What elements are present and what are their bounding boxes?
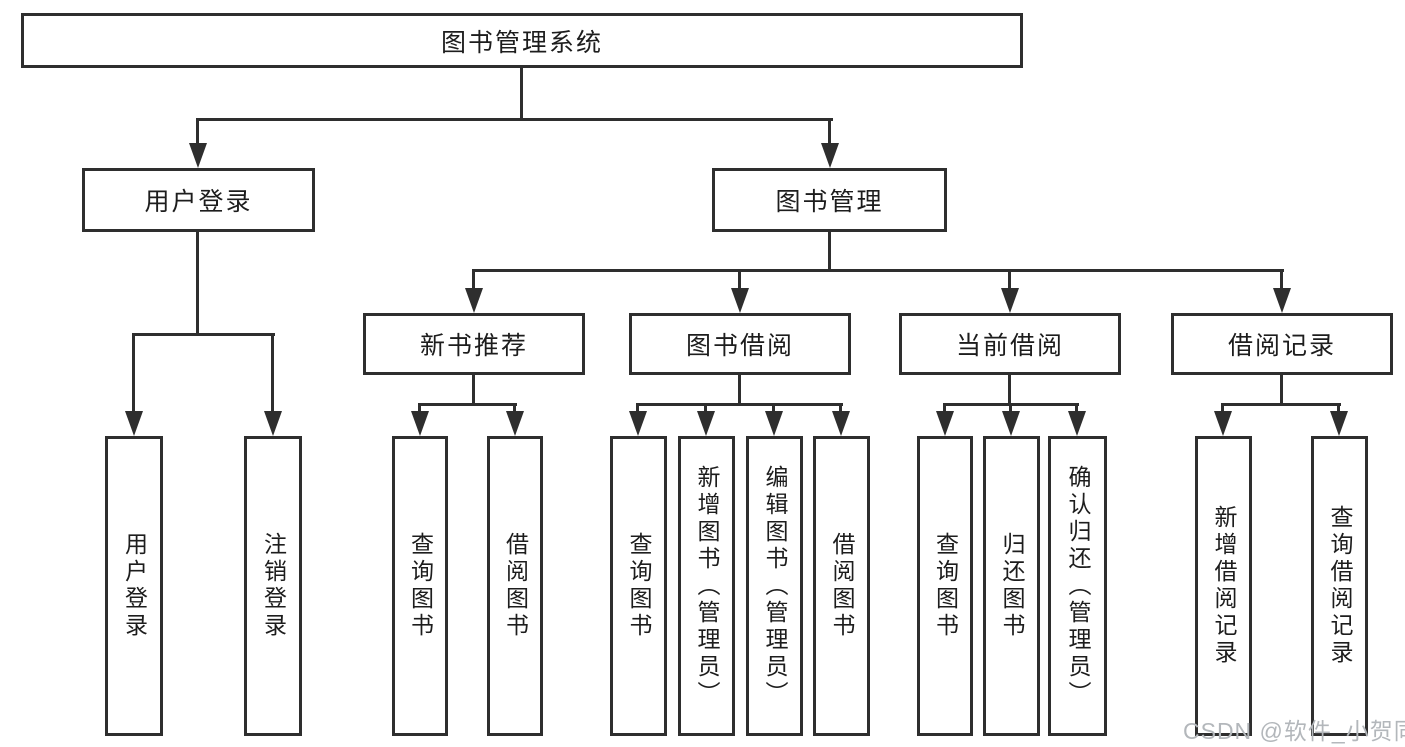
arrow-down-icon [125,411,143,436]
arrow-down-icon [1001,288,1019,313]
connector-user-login-stem [196,232,199,336]
arrow-down-icon [1330,411,1348,436]
arrow-down-icon [1068,411,1086,436]
leaf-add-borrow-record: 新增借阅记录 [1195,436,1252,736]
leaf-user-login: 用户登录 [105,436,163,736]
connector-root-stem [520,68,523,121]
leaf-query-book-3: 查询图书 [917,436,973,736]
leaf-add-book-admin: 新增图书（管理员） [678,436,735,736]
arrow-down-icon [465,288,483,313]
leaf-logout-label: 注销登录 [260,532,287,640]
leaf-confirm-return-admin-label: 确认归还（管理员） [1065,464,1091,708]
arrow-down-icon [264,411,282,436]
node-book-management-label: 图书管理 [775,188,884,216]
connector-level3-drop [738,269,741,290]
connector-level3-drop [1008,269,1011,290]
arrow-down-icon [411,411,429,436]
connector-new-book-bar [418,403,517,406]
leaf-borrow-book-1-label: 借阅图书 [502,532,529,640]
leaf-return-book: 归还图书 [983,436,1040,736]
arrow-down-icon [629,411,647,436]
connector-leaf-drop [1075,403,1078,415]
leaf-user-login-label: 用户登录 [121,532,148,640]
leaf-add-book-admin-label: 新增图书（管理员） [694,464,720,708]
leaf-borrow-book-2: 借阅图书 [813,436,870,736]
connector-level3-drop [1280,269,1283,290]
connector-leaf-drop [418,403,421,415]
connector-leaf-drop [513,403,516,415]
connector-leaf-drop [1337,403,1340,415]
leaf-query-book-1: 查询图书 [392,436,448,736]
leaf-query-borrow-record-label: 查询借阅记录 [1327,505,1353,667]
leaf-logout: 注销登录 [244,436,302,736]
connector-borrow-record-stem [1280,375,1283,405]
csdn-watermark: CSDN @软件_小贺同学 [1183,718,1405,744]
node-current-borrow: 当前借阅 [899,313,1121,375]
connector-book-mgmt-drop [828,118,831,146]
leaf-borrow-book-1: 借阅图书 [487,436,543,736]
node-book-borrow-label: 图书借阅 [685,332,794,360]
connector-leaf-drop [839,403,842,415]
leaf-query-borrow-record: 查询借阅记录 [1311,436,1368,736]
node-book-borrow: 图书借阅 [629,313,851,375]
node-user-login-label: 用户登录 [144,188,253,216]
leaf-add-borrow-record-label: 新增借阅记录 [1211,505,1237,667]
connector-book-borrow-stem [738,375,741,405]
leaf-query-book-1-label: 查询图书 [407,532,434,640]
leaf-query-book-2: 查询图书 [610,436,667,736]
arrow-down-icon [832,411,850,436]
node-root-label: 图书管理系统 [440,28,603,57]
arrow-down-icon [821,143,839,168]
connector-leaf-drop [704,403,707,415]
leaf-return-book-label: 归还图书 [999,532,1025,640]
connector-book-borrow-bar [636,403,843,406]
connector-leaf-drop [772,403,775,415]
connector-leaf-drop [1009,403,1012,415]
leaf-confirm-return-admin: 确认归还（管理员） [1048,436,1107,736]
leaf-query-book-2-label: 查询图书 [626,532,652,640]
connector-new-book-stem [472,375,475,405]
arrow-down-icon [506,411,524,436]
leaf-edit-book-admin-label: 编辑图书（管理员） [762,464,788,708]
node-borrow-record-label: 借阅记录 [1227,332,1336,360]
node-book-management: 图书管理 [712,168,947,232]
connector-root-bar [196,118,833,121]
connector-current-borrow-stem [1008,375,1011,405]
connector-borrow-record-bar [1221,403,1341,406]
connector-user-login-bar [132,333,275,336]
arrow-down-icon [936,411,954,436]
leaf-query-book-3-label: 查询图书 [932,532,959,640]
connector-book-mgmt-bar [472,269,1284,272]
connector-leaf-drop [1221,403,1224,415]
node-new-book-recommend-label: 新书推荐 [419,332,528,360]
node-root: 图书管理系统 [21,13,1023,68]
node-current-borrow-label: 当前借阅 [955,332,1064,360]
connector-user-login-drop [196,118,199,146]
leaf-edit-book-admin: 编辑图书（管理员） [746,436,803,736]
arrow-down-icon [189,143,207,168]
arrow-down-icon [1214,411,1232,436]
node-user-login: 用户登录 [82,168,315,232]
arrow-down-icon [765,411,783,436]
node-borrow-record: 借阅记录 [1171,313,1393,375]
arrow-down-icon [1002,411,1020,436]
connector-leaf-drop [636,403,639,415]
leaf-borrow-book-2-label: 借阅图书 [829,532,855,640]
node-new-book-recommend: 新书推荐 [363,313,585,375]
connector-book-mgmt-stem [828,232,831,271]
connector-leaf-drop [271,333,274,413]
connector-level3-drop [472,269,475,290]
arrow-down-icon [697,411,715,436]
arrow-down-icon [1273,288,1291,313]
connector-leaf-drop [132,333,135,413]
connector-leaf-drop [943,403,946,415]
arrow-down-icon [731,288,749,313]
